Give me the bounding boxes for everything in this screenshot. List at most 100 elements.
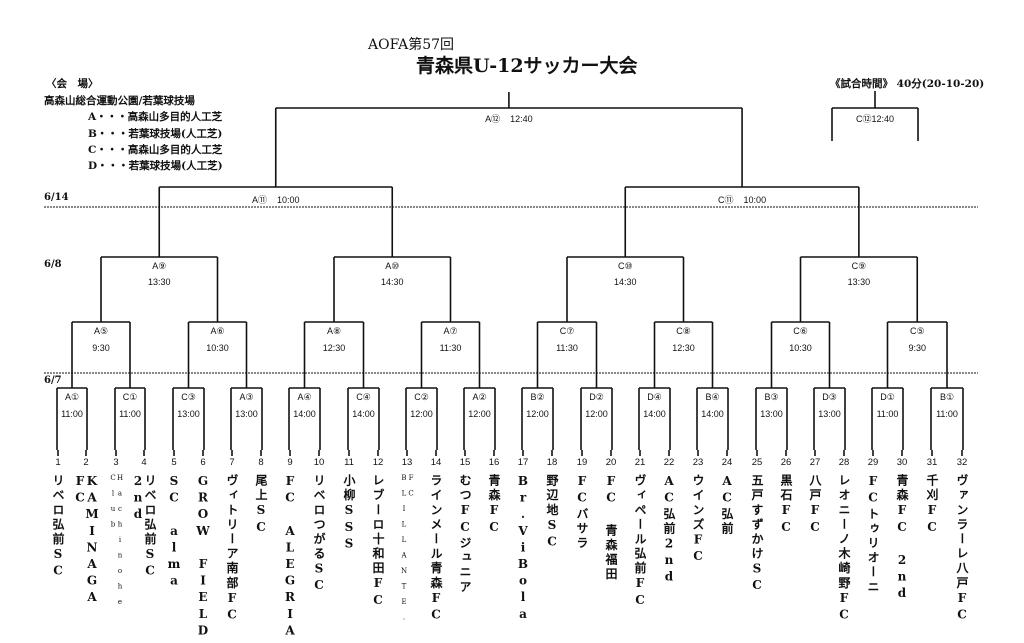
team-name: リベロつがるSC	[312, 474, 326, 595]
team-number: 22	[663, 457, 675, 468]
team-number: 4	[141, 457, 147, 468]
team-name: AC弘前	[720, 474, 734, 537]
match-label: C④	[356, 392, 371, 402]
team-name: 小柳SSS	[342, 474, 356, 553]
match-label: C⑥	[793, 326, 808, 336]
team-name: 青森FC	[487, 474, 501, 537]
match-label: A⑦	[443, 326, 458, 336]
match-time: 10:30	[789, 343, 812, 353]
match-time: 14:30	[380, 277, 404, 287]
match-label: B②	[530, 392, 545, 402]
team-name: ラインメール青森FC	[429, 474, 443, 624]
team-name: レオニーノ木崎野FC	[837, 474, 851, 624]
team-number: 7	[229, 457, 235, 468]
match-label: C⑧	[676, 326, 691, 336]
team-name: 五戸すずかけSC	[750, 474, 764, 595]
match-label: A⑥	[210, 326, 225, 336]
match-time: 12:40	[510, 114, 533, 124]
team-number: 13	[401, 457, 413, 468]
match-label: A⑪	[251, 195, 267, 205]
match-label: C⑩	[617, 261, 633, 271]
match-time: 12:00	[526, 409, 549, 419]
match-label: C⑤	[909, 326, 925, 336]
match-time: 11:00	[119, 409, 141, 419]
team-number: 31	[926, 457, 938, 468]
team-number: 17	[517, 457, 529, 468]
venue-heading: 〈会 場〉	[46, 78, 99, 90]
team-number: 26	[780, 457, 792, 468]
date-label-6-7: 6/7	[44, 375, 62, 386]
match-time: 13:00	[760, 409, 783, 419]
venue-field-d: D・・・若葉球技場(人工芝)	[88, 160, 223, 172]
match-time: 11:30	[439, 343, 462, 353]
match-label: D②	[589, 392, 604, 402]
team-number: 8	[258, 457, 264, 468]
match-time: 10:00	[276, 195, 300, 205]
team-name: FC ALEGRIA	[283, 474, 297, 640]
team-name: FCバサラ	[575, 474, 589, 551]
team-name: レブーロ十和田FC	[371, 474, 385, 610]
team-name: Hachinohe Club	[109, 474, 124, 614]
match-time: 10:30	[206, 343, 229, 353]
tournament-title: 青森県U-12サッカー大会	[416, 55, 638, 77]
match-label: C⑫	[855, 114, 872, 124]
venue-field-a: A・・・高森山多目的人工芝	[88, 111, 223, 123]
match-label: A④	[297, 392, 312, 402]
team-number: 25	[751, 457, 763, 468]
team-number: 2	[83, 457, 89, 468]
match-time-note: 《試合時間》 40分(20-10-20)	[830, 78, 985, 90]
match-label: A⑧	[326, 326, 342, 336]
team-name: 千刈FC	[925, 474, 939, 537]
team-number: 3	[113, 457, 119, 468]
match-time: 13:30	[147, 277, 171, 287]
team-name: 野辺地SC	[545, 474, 559, 551]
team-name: Br.ViBola	[516, 474, 530, 624]
match-label: A⑩	[385, 261, 400, 271]
team-name: KAMINAGA FC	[73, 474, 99, 607]
third-place-label: C⑫12:40	[856, 112, 894, 125]
match-time: 11:00	[61, 409, 83, 419]
team-number: 15	[459, 457, 471, 468]
match-time: 14:30	[613, 277, 637, 287]
match-time: 13:00	[818, 409, 841, 419]
team-name: リベロ弘前SC 2nd	[131, 474, 157, 581]
team-name: AC弘前2nd	[662, 474, 676, 587]
team-number: 16	[488, 457, 500, 468]
match-label: A⑤	[93, 326, 109, 336]
match-label: B①	[939, 392, 955, 402]
team-name: 尾上SC	[254, 474, 268, 537]
match-time: 14:00	[352, 409, 375, 419]
team-number: 1	[55, 457, 61, 468]
venue-field-c: C・・・高森山多目的人工芝	[88, 144, 223, 156]
match-label: A②	[472, 392, 487, 402]
match-label: D①	[880, 392, 895, 402]
team-number: 9	[287, 457, 293, 468]
match-time: 11:00	[936, 409, 958, 419]
match-label: B④	[705, 392, 720, 402]
match-time: 14:00	[293, 409, 316, 419]
match-label: C②	[414, 392, 429, 402]
team-number: 23	[692, 457, 704, 468]
team-number: 14	[430, 457, 442, 468]
venue-location: 高森山総合運動公園/若葉球技場	[44, 95, 195, 107]
match-label: A⑨	[152, 261, 167, 271]
team-name: SC alma	[167, 474, 181, 591]
match-time: 9:30	[908, 343, 927, 353]
match-time: 12:30	[672, 343, 695, 353]
team-name: FC BLILLANTE.	[400, 474, 415, 629]
match-label: A⑫	[485, 114, 501, 124]
tournament-subtitle: AOFA第57回	[368, 37, 455, 53]
match-label: C⑨	[851, 261, 867, 271]
match-time: 11:30	[556, 343, 578, 353]
team-number: 32	[956, 457, 968, 468]
match-time: 12:00	[410, 409, 433, 419]
team-number: 11	[344, 457, 354, 468]
match-time: 13:30	[847, 277, 871, 287]
team-number: 27	[809, 457, 821, 468]
match-time: 12:00	[468, 409, 491, 419]
team-name: リベロ弘前SC	[51, 474, 65, 581]
team-name: FC 青森福田	[604, 474, 618, 583]
match-label: D③	[822, 392, 837, 402]
match-time: 12:00	[585, 409, 608, 419]
final-label: A⑫ 12:40	[485, 112, 533, 125]
